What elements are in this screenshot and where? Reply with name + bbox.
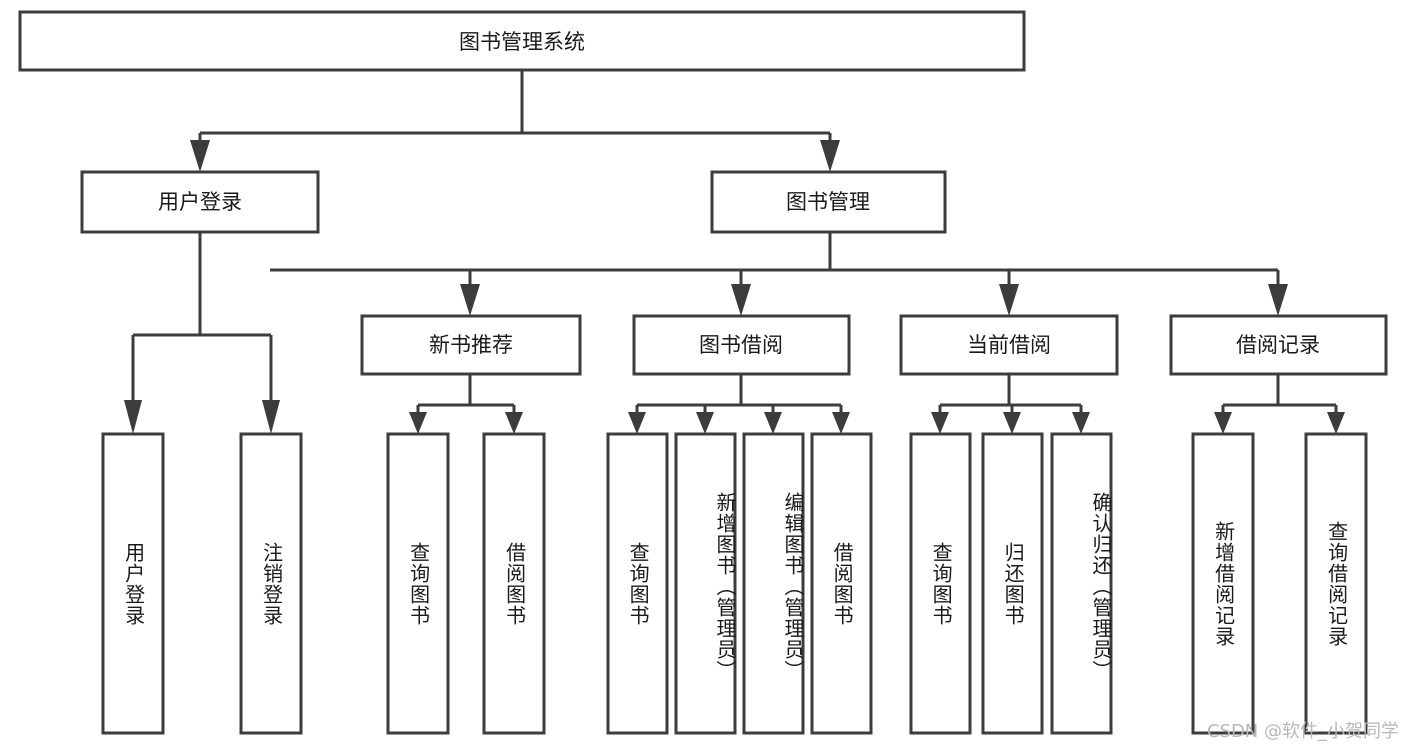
node-borrow-record-label: 借阅记录 [1236,333,1320,357]
arrow-head-leaf-add-book [696,412,714,434]
node-root-box[interactable] [18,10,1026,72]
arrow-head-leaf-query-book-1 [409,412,427,434]
arrow-head-leaf-borrow-book-1 [505,412,523,434]
node-book-borrow-label: 图书借阅 [699,333,783,357]
connector-layer [124,70,1345,434]
arrow-head-leaf-query-record [1327,412,1345,434]
node-leaf-borrow-book-1-box[interactable] [482,432,546,735]
node-leaf-query-book-1-box[interactable] [386,432,450,735]
node-leaf-query-book-3-box[interactable] [909,432,972,735]
node-leaf-add-record-box[interactable] [1191,432,1255,735]
arrow-head-leaf-return-book [1003,412,1021,434]
node-current-borrow-box[interactable] [899,314,1119,376]
node-root-label: 图书管理系统 [459,30,585,54]
arrow-head-leaf-add-record [1214,412,1232,434]
arrow-head-leaf-logout [262,400,280,434]
node-leaf-user-login-box[interactable] [101,432,165,735]
node-leaf-edit-book-box[interactable] [742,432,805,735]
node-layer: 图书管理系统 用户登录 图书管理 新书推荐 图书借阅 当前借阅 借阅记录 [18,10,1388,735]
node-leaf-add-book-box[interactable] [674,432,737,735]
node-book-borrow-box[interactable] [632,314,851,376]
arrow-head-book-borrow [731,284,751,316]
node-user-login-label: 用户登录 [158,190,242,214]
node-leaf-borrow-book-2-box[interactable] [810,432,873,735]
node-book-manage-label: 图书管理 [786,190,870,214]
arrow-head-current-borrow [999,284,1019,316]
node-leaf-query-record-box[interactable] [1304,432,1368,735]
node-book-manage-box[interactable] [710,170,947,234]
arrow-head-borrow-record [1268,284,1288,316]
connector-to-new-book-recommend [270,268,472,284]
arrow-head-leaf-query-book-2 [628,412,646,434]
arrow-head-leaf-edit-book [764,412,782,434]
node-current-borrow-label: 当前借阅 [967,333,1051,357]
arrow-head-new-book-recommend [460,284,480,316]
node-new-book-recommend-label: 新书推荐 [429,333,513,357]
arrow-head-leaf-confirm-return [1072,412,1090,434]
node-leaf-logout-box[interactable] [239,432,303,735]
node-new-book-recommend-box[interactable] [360,314,582,376]
arrow-head-leaf-user-login [124,400,142,434]
arrow-head-leaf-borrow-book-2 [832,412,850,434]
arrow-head-book-manage [820,140,840,172]
node-user-login-box[interactable] [80,170,320,234]
node-leaf-confirm-return-box[interactable] [1050,432,1113,735]
arrow-head-user-login [190,140,210,172]
node-leaf-query-book-2-box[interactable] [606,432,669,735]
node-leaf-return-book-box[interactable] [981,432,1044,735]
node-borrow-record-box[interactable] [1169,314,1388,376]
arrow-head-leaf-query-book-3 [931,412,949,434]
